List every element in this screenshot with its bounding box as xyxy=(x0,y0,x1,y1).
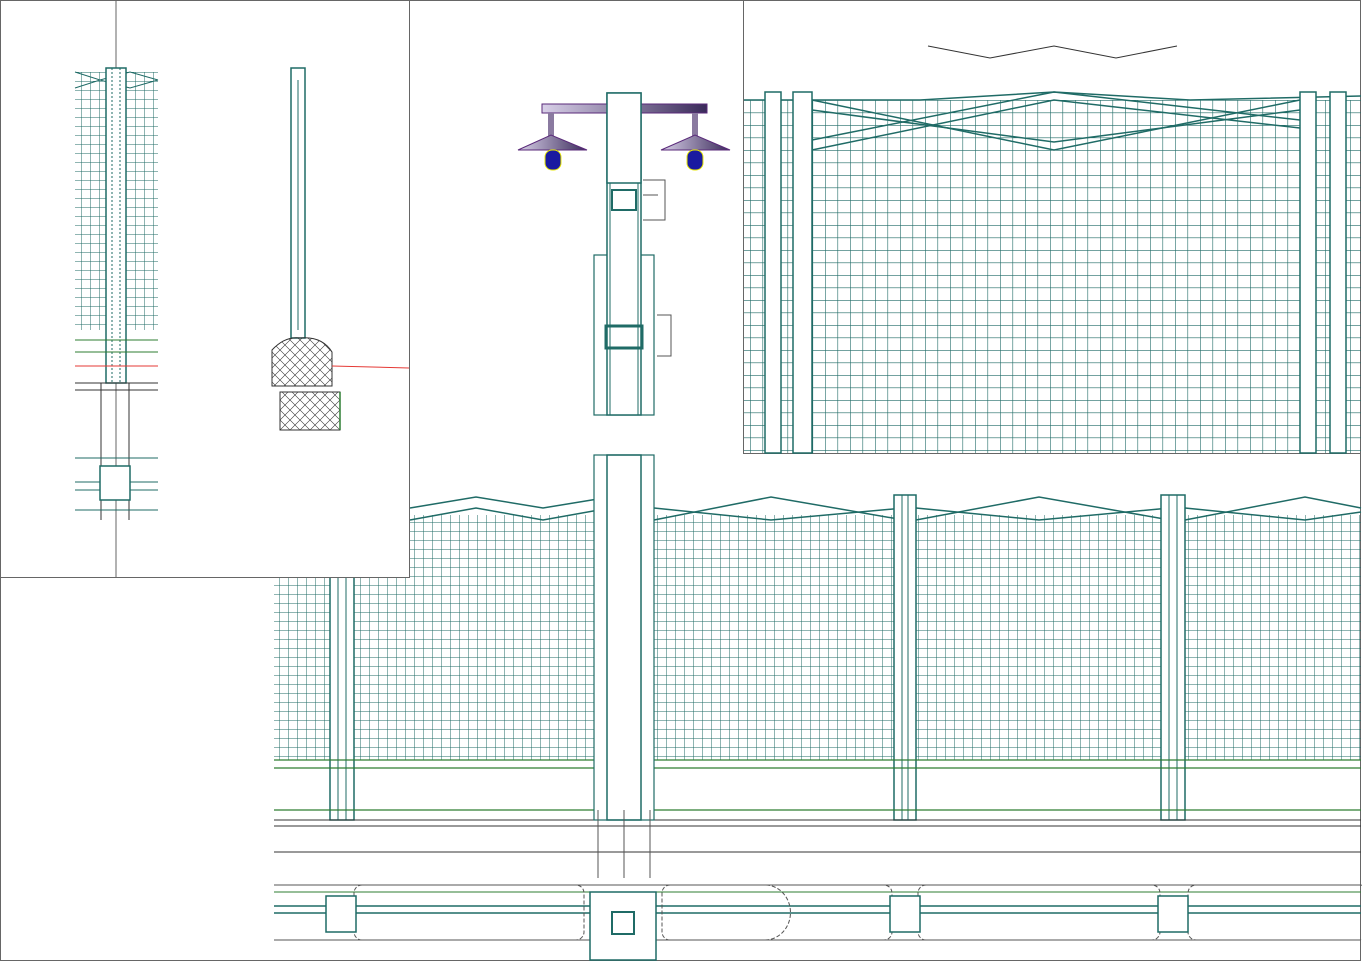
post-lines xyxy=(337,495,1178,820)
street-lamp-icon xyxy=(517,92,731,184)
section-detail-panel xyxy=(0,0,410,578)
lamp-bulb xyxy=(544,149,562,171)
base-rail xyxy=(274,759,1361,811)
fence-elevation xyxy=(274,494,1362,853)
fence-detail-panel xyxy=(743,0,1362,454)
ground-lines xyxy=(274,819,1361,853)
detail-posts xyxy=(764,91,1347,454)
top-truss xyxy=(409,496,1362,521)
fence-plan xyxy=(274,884,1362,961)
